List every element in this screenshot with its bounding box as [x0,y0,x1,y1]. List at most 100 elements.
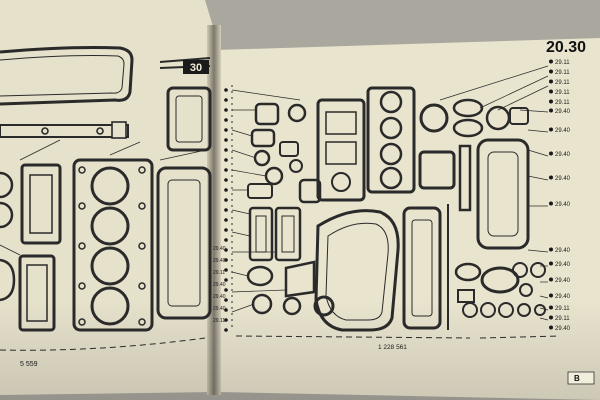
left-drawing-line [0,337,206,351]
callout-dot [224,108,228,112]
ring-gasket [419,103,449,133]
callout-dot [549,89,553,94]
sump-gasket [156,166,212,320]
small-gasket [247,183,273,199]
callout-label-left: 29.40 [213,282,226,288]
callout-dot [224,308,228,312]
callout-dot [549,79,553,84]
callout-dot [224,238,228,242]
small-gasket [250,128,276,148]
oval-gasket [452,98,484,118]
small-ring [480,302,496,318]
square-gasket [418,150,456,190]
manifold-hole [96,127,104,135]
callout-label-left: 29.40 [213,294,226,300]
strip-gasket-vertical [458,144,472,212]
callout-dot [549,59,553,64]
head-gasket-right [366,86,416,194]
left-page-drawings [0,46,212,351]
rocker-cover-gasket [0,46,134,106]
small-gasket [509,107,529,125]
flange-gasket [284,260,316,298]
small-ring [530,262,546,278]
small-ring [313,295,335,317]
head-gasket-bore [90,206,130,246]
head-gasket-right-bore [379,116,403,140]
frame-gasket-inner [26,264,48,322]
callout-dot [224,268,228,272]
callout-dot [549,325,553,330]
small-gasket [298,178,322,204]
head-gasket-bore [90,286,130,326]
callout-list: 29.1129.1129.1129.1129.1129.4029.4029.40… [549,59,571,332]
callout-dot [224,248,228,252]
callout-dot [224,218,228,222]
head-gasket-bore [90,246,130,286]
partial-gasket [0,258,16,302]
callout-dot [549,201,553,206]
callout-dot [549,247,553,252]
head-gasket-right-bore [379,90,403,114]
callout-dot [549,305,553,310]
callout-dot [549,315,553,320]
manifold-gasket [0,124,129,138]
callout-dot [549,175,553,180]
callout-label: 29.11 [555,70,570,76]
footer-tab [567,371,595,385]
callout-dot [549,277,553,282]
callout-dot [224,328,228,332]
rocker-cover-gasket-inner [0,55,125,97]
callout-dot [224,188,228,192]
small-gasket [254,102,280,126]
tall-gasket-inner [411,219,433,317]
callout-dot [549,127,553,132]
callout-label: 29.40 [555,248,571,254]
callout-dot [224,278,228,282]
callout-dot [549,293,553,298]
small-ring [519,283,533,297]
callout-label-left: 29.40 [213,306,226,312]
manifold-hole [41,127,49,135]
partial-gasket [0,171,14,199]
carb-gasket-window [325,141,357,165]
carb-gasket-hole [331,172,351,192]
callout-dot [549,108,553,113]
head-gasket-bore [90,166,130,206]
carb-gasket-window [325,111,357,135]
frame-gasket [18,254,56,332]
callout-dot [224,98,228,102]
callout-dot [224,228,228,232]
callout-dot [224,128,228,132]
head-gasket [72,158,154,332]
small-ring [498,302,514,318]
manifold-flange [111,121,127,139]
head-gasket-right-bore [379,142,403,166]
callout-label-left: 29.40 [213,258,226,264]
frame-gasket [20,163,62,245]
callout-label: 29.40 [555,326,571,332]
callout-label: 29.40 [555,202,571,208]
callout-label-left: 29.11 [213,318,225,324]
callout-label: 29.40 [555,152,571,158]
window-gasket-inner [281,215,295,253]
timing-cover-gasket-inner [325,222,389,321]
timing-cover-gasket [314,209,400,332]
small-ring [462,302,478,318]
small-ring [287,103,307,123]
callout-label: 29.11 [555,100,570,106]
callout-dot [224,208,228,212]
callout-dot [224,88,228,92]
left-drawing-number: 5 559 [20,361,38,368]
footer-tab-label: B [574,374,580,383]
callout-dot [224,118,228,122]
small-cover-gasket-inner [175,95,203,143]
small-gasket [279,141,299,157]
callout-dot [549,69,553,74]
right-drawing-line [235,335,561,339]
left-page-number: 30 [190,62,202,74]
sump-gasket-right [476,138,530,250]
small-cover-gasket [166,86,212,152]
callout-dot [549,261,553,266]
